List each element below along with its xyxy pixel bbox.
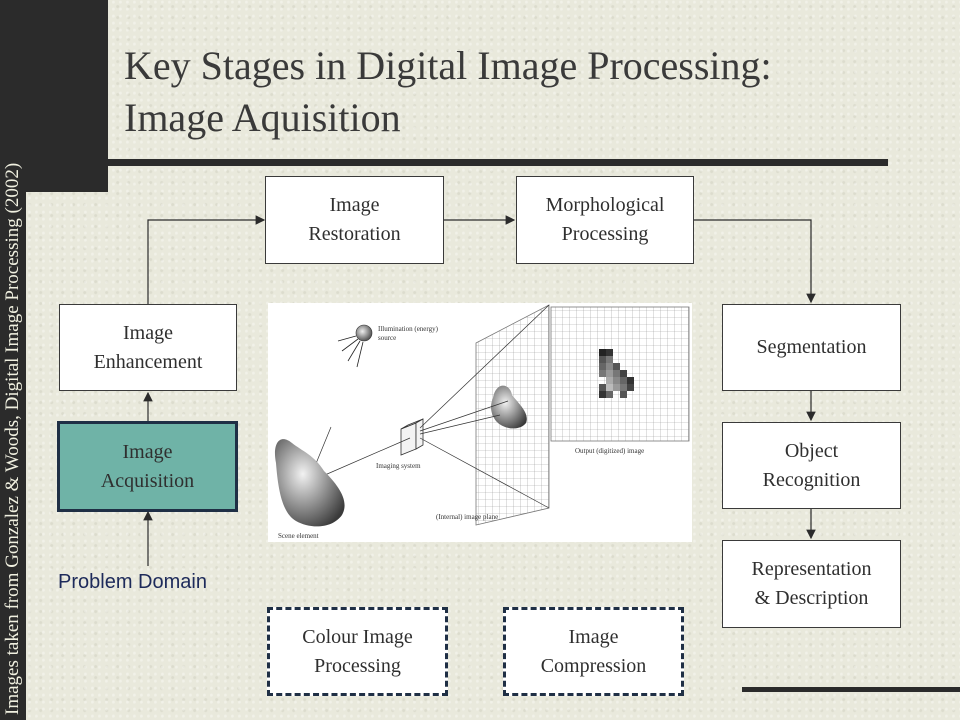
stage-image-compression: Image Compression — [503, 607, 684, 696]
stage-morphological-processing: Morphological Processing — [516, 176, 694, 264]
illumination-label-2: source — [378, 334, 396, 342]
output-label: Output (digitized) image — [575, 447, 644, 455]
plane-blob — [491, 385, 527, 429]
stage-image-enhancement: Image Enhancement — [59, 304, 237, 391]
stage-label: Colour Image Processing — [302, 625, 413, 677]
title-line-2: Image Aquisition — [124, 95, 401, 140]
scene-element-label: Scene element — [278, 532, 319, 540]
acquisition-figure-svg: Output (digitized) image Illumination (e… — [274, 304, 690, 540]
arrow-enhancement-to-restoration — [147, 215, 266, 304]
title-rule — [26, 159, 888, 166]
imaging-system-label: Imaging system — [376, 462, 421, 470]
stage-object-recognition: Object Recognition — [722, 422, 901, 509]
stage-label: Image Acquisition — [100, 440, 195, 492]
stage-label: Representation & Description — [751, 558, 872, 609]
stage-label: Morphological Processing — [545, 194, 665, 245]
slide-title: Key Stages in Digital Image Processing: … — [124, 40, 944, 144]
stage-image-acquisition: Image Acquisition — [57, 421, 238, 512]
left-sidebar-bar — [0, 0, 26, 720]
problem-domain-label: Problem Domain — [58, 571, 207, 593]
illumination-source — [355, 324, 373, 342]
bottom-rule — [742, 687, 960, 692]
image-plane-label: (Internal) image plane — [436, 513, 498, 521]
stage-label: Image Enhancement — [93, 321, 203, 373]
stage-label: Object Recognition — [762, 439, 861, 491]
digitized-blob — [599, 349, 634, 398]
stage-representation-description: Representation & Description — [722, 540, 901, 628]
scene-element — [274, 439, 345, 527]
illumination-rays — [337, 335, 364, 368]
stage-segmentation: Segmentation — [722, 304, 901, 391]
stage-label: Segmentation — [756, 336, 867, 358]
stage-colour-image-processing: Colour Image Processing — [267, 607, 448, 696]
projection-rays — [307, 304, 550, 509]
stage-label: Image Restoration — [308, 194, 401, 245]
acquisition-illustration: Output (digitized) image Illumination (e… — [268, 303, 692, 542]
stage-image-restoration: Image Restoration — [265, 176, 444, 264]
imaging-system — [400, 418, 424, 456]
stage-label: Image Compression — [540, 625, 647, 677]
arrow-morphological-to-segmentation — [694, 219, 816, 304]
title-line-1: Key Stages in Digital Image Processing: — [124, 43, 772, 88]
illumination-label: Illumination (energy) — [378, 325, 439, 333]
